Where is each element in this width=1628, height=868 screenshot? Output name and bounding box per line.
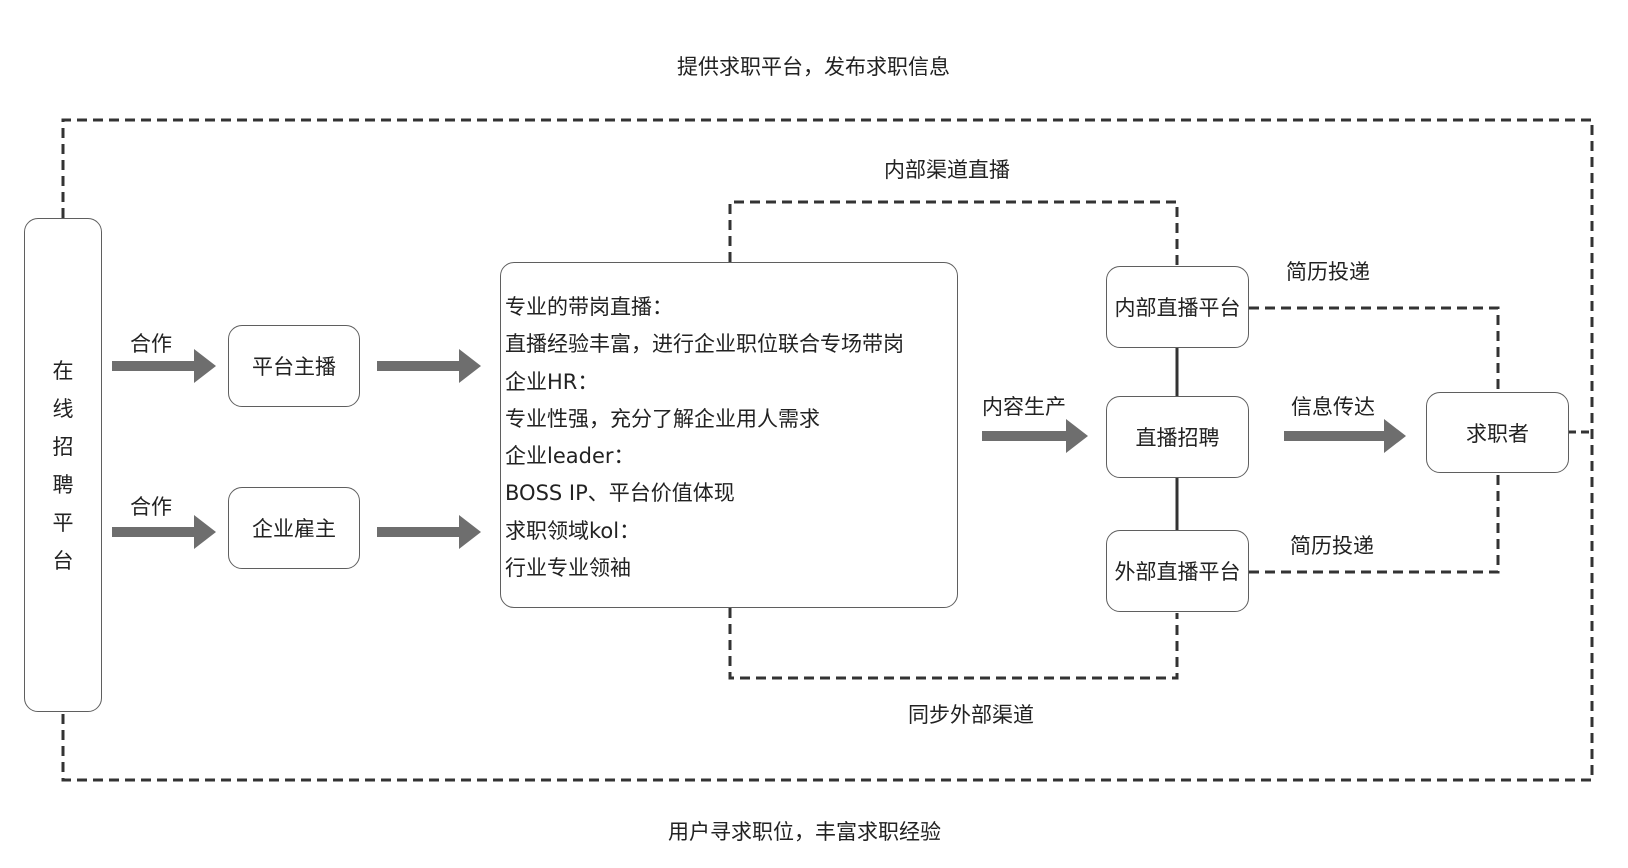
sync-external-label: 同步外部渠道 bbox=[908, 703, 1034, 727]
flow-arrows bbox=[112, 349, 1406, 549]
coop-bottom-label: 合作 bbox=[130, 495, 172, 519]
internal-platform-label: 内部直播平台 bbox=[1114, 296, 1241, 320]
arrow-coop-bottom bbox=[112, 515, 216, 549]
job-seeker-node: 求职者 bbox=[1426, 392, 1569, 473]
content-line: 专业的带岗直播： bbox=[505, 295, 673, 319]
info-delivery-label: 信息传达 bbox=[1291, 395, 1375, 419]
content-production-label: 内容生产 bbox=[982, 395, 1066, 419]
arrow-employer-content bbox=[377, 515, 481, 549]
internal-platform-node: 内部直播平台 bbox=[1106, 266, 1249, 348]
content-line: BOSS IP、平台价值体现 bbox=[505, 481, 735, 506]
content-node: 专业的带岗直播： 直播经验丰富，进行企业职位联合专场带岗 企业HR： 专业性强，… bbox=[500, 262, 958, 608]
arrow-coop-top bbox=[112, 349, 216, 383]
live-recruit-label: 直播招聘 bbox=[1135, 426, 1220, 450]
arrow-content-production bbox=[982, 419, 1088, 453]
online-platform-char: 线 bbox=[52, 397, 74, 421]
internal-channel-label: 内部渠道直播 bbox=[884, 158, 1010, 182]
resume-top-connector bbox=[1249, 306, 1500, 392]
outer-loop-connector bbox=[61, 118, 1594, 782]
live-recruit-node: 直播招聘 bbox=[1106, 396, 1249, 478]
online-platform-char: 招 bbox=[52, 435, 74, 459]
external-platform-node: 外部直播平台 bbox=[1106, 530, 1249, 612]
online-platform-node: 在 线 招 聘 平 台 bbox=[24, 218, 102, 712]
internal-channel-connector bbox=[728, 200, 1179, 265]
resume-bottom-label: 简历投递 bbox=[1290, 534, 1374, 558]
resume-top-label: 简历投递 bbox=[1286, 260, 1370, 284]
job-seeker-label: 求职者 bbox=[1466, 421, 1529, 446]
sync-external-connector bbox=[728, 608, 1179, 680]
arrow-host-content bbox=[377, 349, 481, 383]
online-platform-char: 平 bbox=[52, 511, 74, 535]
external-platform-label: 外部直播平台 bbox=[1114, 560, 1241, 584]
arrow-info-delivery bbox=[1284, 419, 1406, 453]
content-line: 行业专业领袖 bbox=[505, 556, 631, 581]
top-label: 提供求职平台，发布求职信息 bbox=[677, 55, 950, 79]
online-platform-char: 在 bbox=[52, 359, 74, 383]
coop-top-label: 合作 bbox=[130, 332, 172, 356]
enterprise-employer-node: 企业雇主 bbox=[228, 487, 360, 569]
online-platform-char: 聘 bbox=[52, 473, 74, 497]
bottom-label: 用户寻求职位，丰富求职经验 bbox=[668, 820, 941, 844]
online-platform-label: 在 线 招 聘 平 台 bbox=[53, 355, 74, 575]
content-line: 专业性强，充分了解企业用人需求 bbox=[505, 406, 820, 431]
content-line: 企业HR： bbox=[505, 369, 599, 394]
content-line: 企业leader： bbox=[505, 444, 635, 469]
resume-bottom-connector bbox=[1249, 473, 1500, 574]
content-line: 直播经验丰富，进行企业职位联合专场带岗 bbox=[505, 332, 904, 357]
platform-host-node: 平台主播 bbox=[228, 325, 360, 407]
platform-host-label: 平台主播 bbox=[252, 355, 336, 379]
enterprise-employer-label: 企业雇主 bbox=[252, 517, 336, 541]
content-line: 求职领域kol： bbox=[505, 518, 641, 543]
online-platform-char: 台 bbox=[52, 549, 74, 573]
